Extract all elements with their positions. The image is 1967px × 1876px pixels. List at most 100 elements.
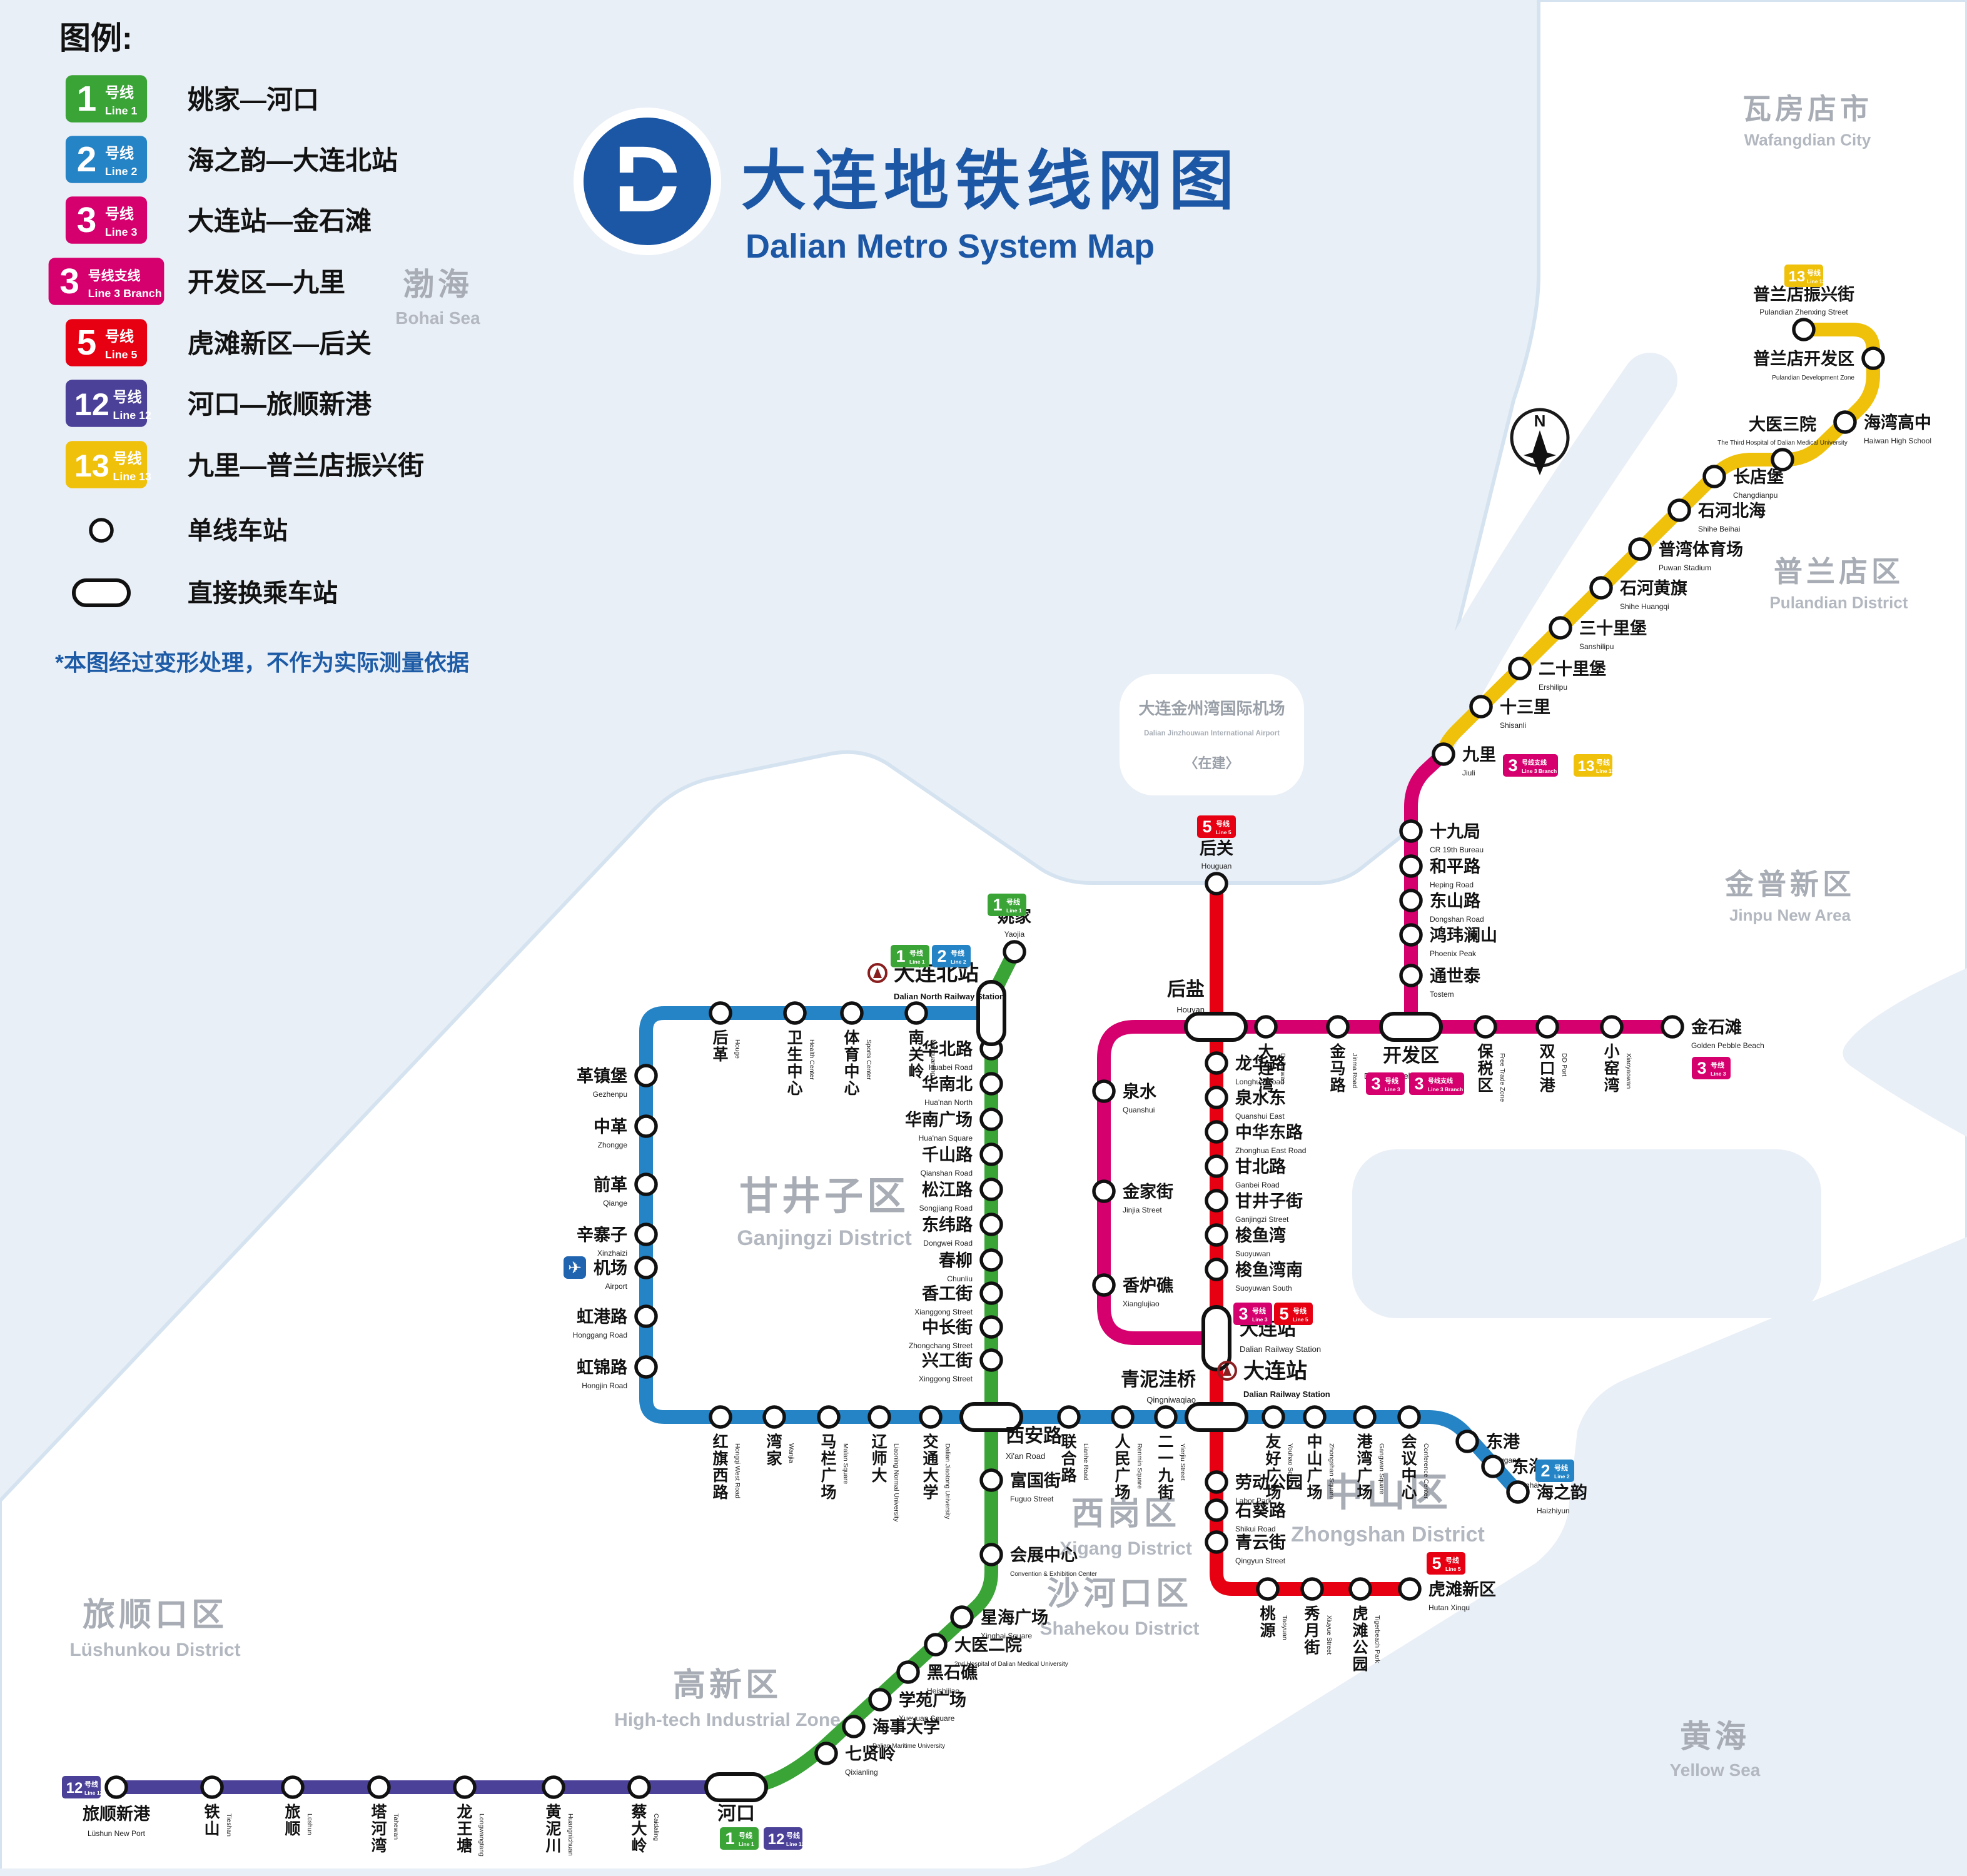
- legend-single-station-label: 单线车站: [188, 517, 288, 545]
- line-badge-en: Line 3 Branch: [1428, 1086, 1463, 1092]
- station-dot: [634, 1172, 658, 1196]
- station-label-en: Dalian Maritime University: [872, 1743, 945, 1750]
- station-label-cn: 海湾高中: [1864, 413, 1931, 432]
- station-label-cn: 甘北路: [1235, 1157, 1287, 1176]
- station-label-cn: 普兰店开发区: [1753, 349, 1854, 368]
- station-label-cn: 华北路: [922, 1039, 973, 1059]
- station-dot: [1326, 1015, 1350, 1039]
- station-label-cn: 大医三院: [1749, 415, 1816, 434]
- station-label-en: Dongwei Road: [923, 1239, 973, 1248]
- legend-transfer-station-label: 直接换乘车站: [188, 580, 338, 607]
- line-badge-en: Line 5: [105, 348, 138, 361]
- station-label-en: Sanshilipu: [1579, 642, 1614, 651]
- station-dot: [709, 1405, 732, 1429]
- station-label-en: Lianhe Road: [1082, 1443, 1090, 1481]
- station-dot: [1628, 537, 1652, 561]
- station-label-cn: 双口港: [1539, 1043, 1555, 1094]
- legend-single-station-icon: [89, 518, 114, 543]
- line-badge-cn: 号线: [113, 450, 142, 466]
- station-label-cn: 虎滩新区: [1428, 1580, 1496, 1599]
- station-label-cn: 虹锦路: [577, 1358, 628, 1377]
- station-dot: [1003, 940, 1026, 964]
- station-dot: [1481, 1455, 1505, 1478]
- district-label-cn: 普兰店区: [1774, 555, 1904, 588]
- line-badge-num: 3: [1697, 1059, 1706, 1077]
- district-label-en: High-tech Industrial Zone: [614, 1710, 841, 1730]
- line-badge-num: 3: [1508, 756, 1517, 775]
- station-label-cn: 星海广场: [981, 1608, 1048, 1627]
- station-label-cn: 后革: [712, 1029, 728, 1064]
- station-label-cn: 兴工街: [922, 1351, 973, 1370]
- station-dot: [1589, 576, 1613, 600]
- station-dot: [1455, 1430, 1479, 1453]
- station-label-cn: 鸿玮澜山: [1430, 926, 1497, 945]
- station-dot: [1399, 889, 1423, 912]
- station-label-en: Shihe Huangqi: [1620, 602, 1669, 611]
- line-badge-cn: 号线: [739, 1831, 752, 1840]
- station-label-cn: 中长街: [922, 1318, 973, 1337]
- station-dot: [979, 1072, 1003, 1096]
- station-dot: [1702, 465, 1726, 488]
- station-label-cn: 富国街: [1010, 1471, 1061, 1490]
- station-label-en: Houguan: [1201, 862, 1232, 870]
- airport-box: [1120, 674, 1304, 795]
- line-badge-bg: [1366, 1072, 1405, 1095]
- station-label-en: Haiwan High School: [1864, 436, 1931, 445]
- station-label-cn: 东山路: [1430, 891, 1481, 910]
- station-label-en: Gangwan Square: [1378, 1443, 1385, 1495]
- legend-route-text: 开发区—九里: [188, 268, 345, 297]
- station-label-cn: 前革: [594, 1175, 627, 1194]
- transfer-label-en: Dalian Railway Station: [1240, 1344, 1321, 1354]
- station-dot: [979, 1248, 1003, 1272]
- station-dot: [1205, 1258, 1228, 1281]
- station-label-cn: 梭鱼湾: [1235, 1226, 1286, 1245]
- yellow-sea-water: [1021, 1237, 1967, 1868]
- station-label-en: Pulandian Development Zone: [1772, 375, 1854, 381]
- transfer-label-en: Xi'an Road: [1006, 1451, 1045, 1461]
- station-label-en: Huabei Road: [929, 1063, 973, 1072]
- airport-box-en: Dalian Jinzhouwan International Airport: [1144, 730, 1280, 737]
- station-label-en: Shisanli: [1500, 721, 1526, 730]
- station-dot: [979, 1348, 1003, 1372]
- station-dot: [1399, 819, 1423, 843]
- station-label-cn: 马栏广场: [821, 1433, 836, 1501]
- station-dot: [1205, 1530, 1228, 1554]
- puwan-bay-water: [1400, 353, 1677, 769]
- station-dot: [1254, 1015, 1278, 1039]
- line-badge-en: Line 3 Branch: [1522, 768, 1557, 774]
- compass: N: [1510, 408, 1570, 475]
- station-label-en: Hongqi West Road: [734, 1443, 741, 1498]
- station-label-cn: 华南广场: [905, 1110, 973, 1129]
- line-badge-bg: [1574, 754, 1612, 777]
- station-dot: [840, 1001, 864, 1025]
- line-badge-cn: 号线: [1596, 758, 1610, 767]
